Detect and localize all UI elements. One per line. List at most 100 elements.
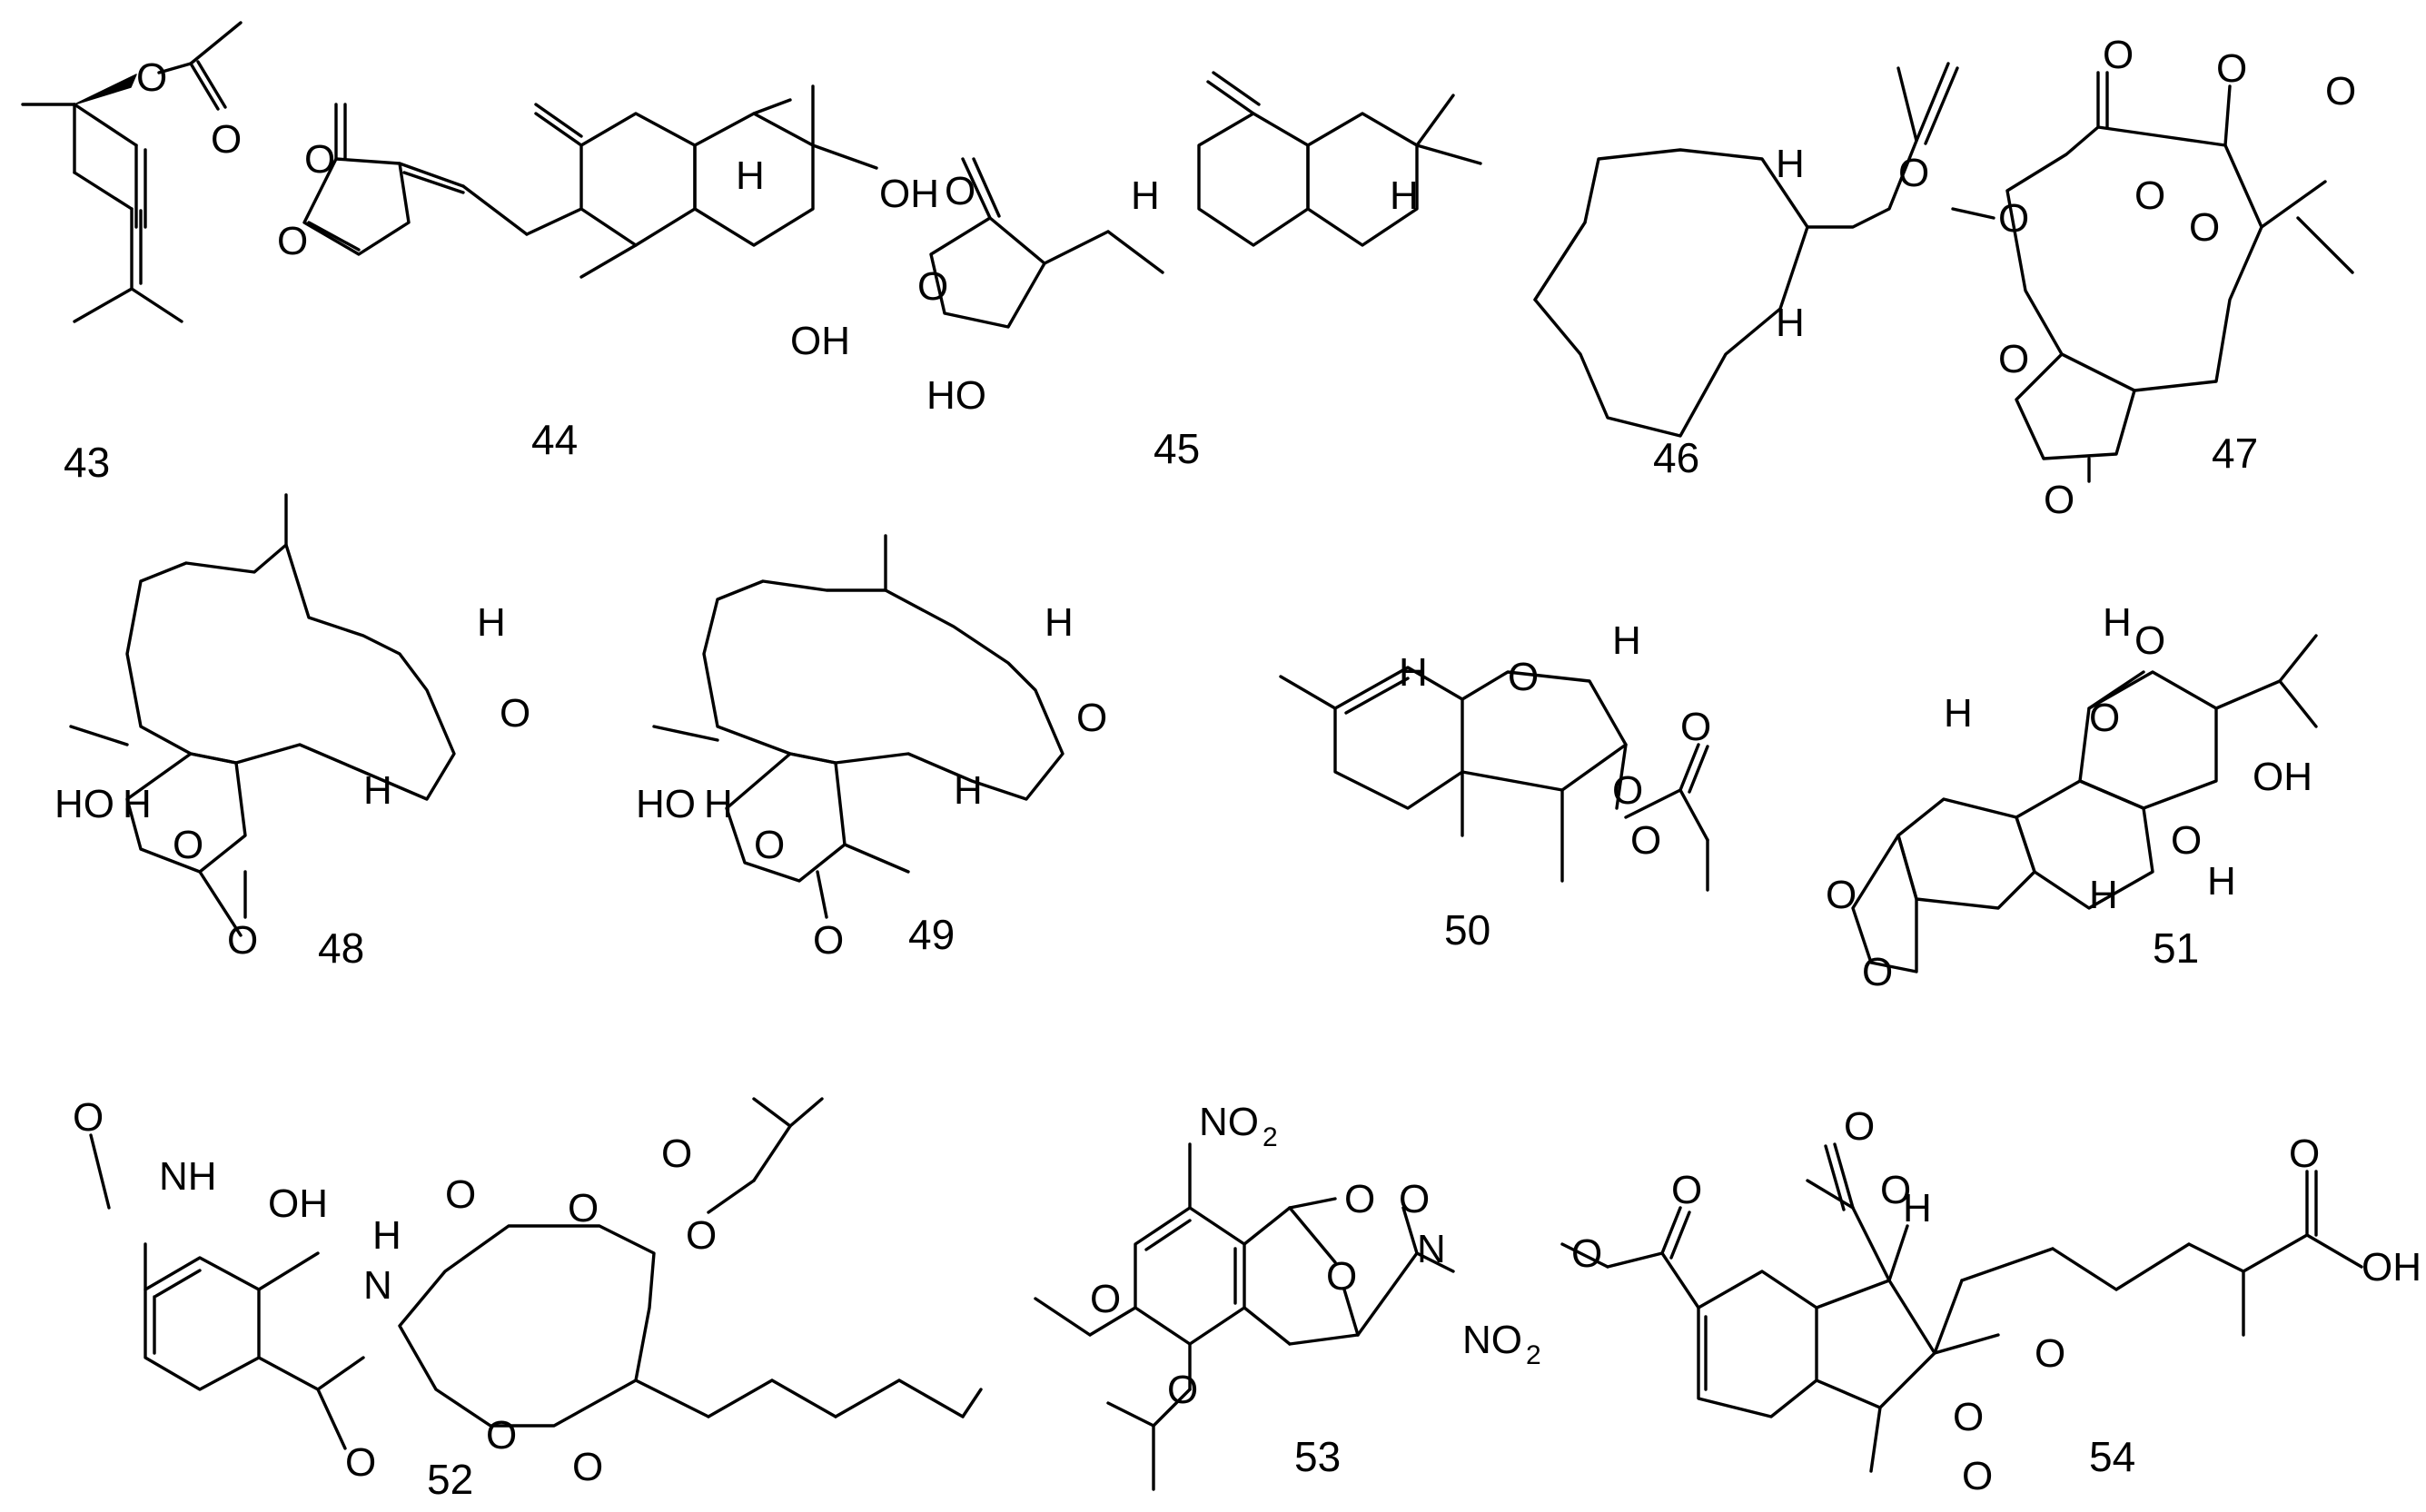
atom-O: O (2289, 1132, 2320, 1176)
atom-O: O (2044, 478, 2074, 522)
atom-OH: OH (268, 1181, 328, 1226)
atom-N: N (1417, 1227, 1446, 1271)
atom-subscript: 2 (1263, 1122, 1278, 1152)
compound-49-structure: O H HO H O O H (636, 534, 1107, 963)
atom-O: O (1844, 1104, 1875, 1149)
compound-51-structure: H O H O OH O H H O O (1826, 600, 2318, 994)
compound-label-53: 53 (1294, 1433, 1341, 1480)
compound-label-44: 44 (531, 416, 578, 463)
atom-O: O (2325, 69, 2356, 114)
atom-O: O (2103, 33, 2134, 77)
compound-53-structure: NO 2 O O N O NO 2 O O (1034, 1100, 1541, 1491)
compound-label-54: 54 (2089, 1433, 2135, 1480)
atom-O: O (173, 823, 203, 867)
compound-label-48: 48 (318, 924, 364, 972)
atom-H: H (2207, 859, 2236, 904)
atom-O: O (345, 1440, 376, 1485)
atom-H: H (1390, 173, 1419, 218)
atom-O: O (2134, 173, 2165, 218)
compound-45-structure: O O HO H H (917, 71, 1482, 418)
compound-label-47: 47 (2212, 430, 2258, 477)
atom-O: O (1680, 705, 1711, 749)
atom-O: O (1076, 696, 1107, 740)
atom-O: O (500, 691, 530, 736)
atom-O: O (2189, 205, 2220, 250)
atom-O: O (1399, 1177, 1430, 1221)
atom-HO: HO (636, 782, 696, 826)
compound-label-52: 52 (427, 1456, 473, 1503)
atom-H: H (1776, 301, 1805, 345)
atom-O: O (1953, 1395, 1984, 1439)
atom-H: H (372, 1213, 401, 1258)
atom-H: H (1944, 691, 1973, 736)
atom-subscript: 2 (1526, 1340, 1541, 1370)
atom-O: O (754, 823, 785, 867)
atom-H: H (954, 768, 983, 813)
atom-HO: HO (54, 782, 114, 826)
atom-H: H (363, 768, 392, 813)
atom-H: H (477, 600, 506, 645)
atom-O: O (1090, 1277, 1121, 1321)
compound-label-50: 50 (1444, 906, 1490, 954)
atom-H: H (1612, 618, 1641, 663)
atom-O: O (1862, 950, 1893, 994)
atom-O: O (661, 1132, 692, 1176)
compound-48-structure: O H HO H O O H (54, 493, 530, 963)
atom-H: H (123, 782, 152, 826)
atom-OH: OH (2362, 1245, 2421, 1290)
atom-O: O (486, 1413, 517, 1458)
atom-O: O (572, 1445, 603, 1489)
compound-46-structure: O O H H (1533, 62, 2029, 438)
atom-O: O (211, 117, 242, 162)
atom-O: O (1998, 337, 2029, 381)
atom-O: O (2089, 696, 2120, 740)
atom-O: O (1167, 1368, 1198, 1412)
atom-H: H (2089, 873, 2118, 917)
atom-O: O (1612, 768, 1643, 813)
atom-O: O (2171, 818, 2202, 863)
atom-H: H (736, 153, 765, 198)
atom-O: O (1671, 1168, 1702, 1212)
atom-OH: OH (879, 172, 939, 216)
atom-H: H (1399, 650, 1428, 695)
compound-label-51: 51 (2153, 924, 2199, 972)
atom-O: O (1880, 1168, 1911, 1212)
atom-HO: HO (926, 373, 986, 418)
atom-H: H (2103, 600, 2132, 645)
atom-O: O (1571, 1231, 1602, 1276)
compound-44-structure: O O H OH OH (277, 84, 939, 363)
atom-O: O (1508, 655, 1539, 699)
atom-H: H (704, 782, 733, 826)
atom-O: O (1898, 151, 1929, 195)
atom-NH: NH (159, 1154, 217, 1199)
atom-O: O (1826, 873, 1857, 917)
compound-label-46: 46 (1653, 434, 1699, 481)
atom-H: H (1776, 142, 1805, 186)
atom-O: O (227, 918, 258, 963)
atom-O: O (813, 918, 844, 963)
atom-O: O (445, 1172, 476, 1217)
atom-NO: NO (1199, 1100, 1259, 1144)
atom-OH: OH (2253, 755, 2312, 799)
compound-43-structure: O O (21, 21, 243, 323)
atom-O: O (945, 169, 975, 213)
compound-label-49: 49 (908, 911, 955, 958)
atom-H: H (1045, 600, 1074, 645)
atom-O: O (917, 264, 948, 309)
compound-label-45: 45 (1154, 425, 1200, 472)
atom-O: O (2035, 1331, 2065, 1376)
atom-O: O (568, 1186, 599, 1230)
atom-OH: OH (790, 319, 850, 363)
compound-50-structure: H O H O O O (1279, 618, 1711, 892)
compound-54-structure: O O H O O O O O O OH (1560, 1104, 2421, 1498)
atom-O: O (1630, 818, 1661, 863)
atom-H: H (1131, 173, 1160, 218)
atom-O: O (73, 1095, 104, 1140)
atom-O: O (2134, 618, 2165, 663)
atom-O: O (136, 55, 167, 100)
compound-47-structure: O O O O O O O (1998, 33, 2356, 522)
atom-O: O (304, 137, 335, 182)
compound-52-structure: O NH OH H N O O O O O O O (73, 1095, 983, 1489)
atom-O: O (1326, 1254, 1357, 1299)
